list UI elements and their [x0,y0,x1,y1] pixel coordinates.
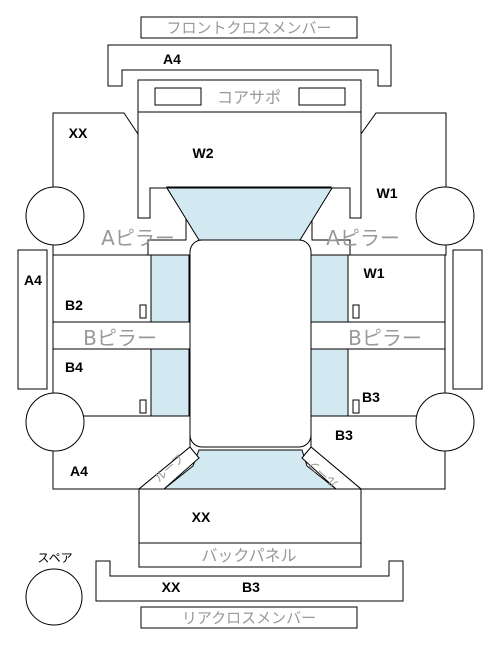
core-support-left-slot [154,87,202,106]
back-panel[interactable] [138,542,362,568]
a4-top-label: A4 [163,51,181,67]
left-rocker-panel[interactable] [17,249,48,390]
left-front-window[interactable] [150,254,190,323]
b3-rear-label: B3 [242,579,260,595]
rear-cross-member-panel[interactable] [140,606,358,629]
b-pillar-right-label: Bピラー [348,326,422,350]
b2-label: B2 [65,297,83,313]
w1-right-label: W1 [364,265,385,281]
xx-trunk-label: XX [192,509,211,525]
front-bumper-panel[interactable] [107,44,392,87]
a4-bottom-left-label: A4 [70,463,88,479]
left-rear-door-handle[interactable] [139,399,147,414]
rear-bumper-panel[interactable] [95,560,404,602]
front-left-wheel[interactable] [25,186,85,246]
right-rocker-panel[interactable] [452,249,483,390]
left-rear-window[interactable] [150,348,190,417]
w2-label: W2 [193,145,214,161]
right-front-window[interactable] [310,254,349,323]
core-support-right-slot [298,87,346,106]
a-pillar-left-label: Aピラー [101,226,175,250]
back-panel-label: バックパネル [201,546,296,565]
trunk-lid[interactable] [138,488,362,544]
b4-label: B4 [65,359,83,375]
rear-cross-member-label: リアクロスメンバー [182,609,316,627]
windshield-glass[interactable] [166,187,333,241]
right-rear-door-handle[interactable] [352,399,360,414]
right-front-door-handle[interactable] [352,304,360,319]
roof-panel[interactable] [189,239,312,448]
core-support-label: コアサポ [217,88,281,107]
rear-right-wheel[interactable] [415,392,475,452]
a-pillar-right-label: Aピラー [326,226,400,250]
a4-left-label: A4 [24,272,42,288]
xx-top-left-label: XX [69,125,88,141]
spare-tire[interactable] [25,568,83,626]
w1-top-right-label: W1 [377,185,398,201]
front-cross-member-label: フロントクロスメンバー [166,19,331,37]
b3-right-lower-label: B3 [335,427,353,443]
front-cross-member-panel[interactable] [140,16,358,39]
xx-rear-label: XX [162,579,181,595]
b-pillar-left-label: Bピラー [83,326,157,350]
b3-right-label: B3 [362,389,380,405]
rear-left-wheel[interactable] [25,392,85,452]
spare-label: スペア [37,551,72,565]
right-rear-window[interactable] [310,348,349,417]
front-right-wheel[interactable] [415,186,475,246]
left-front-door-handle[interactable] [139,304,147,319]
